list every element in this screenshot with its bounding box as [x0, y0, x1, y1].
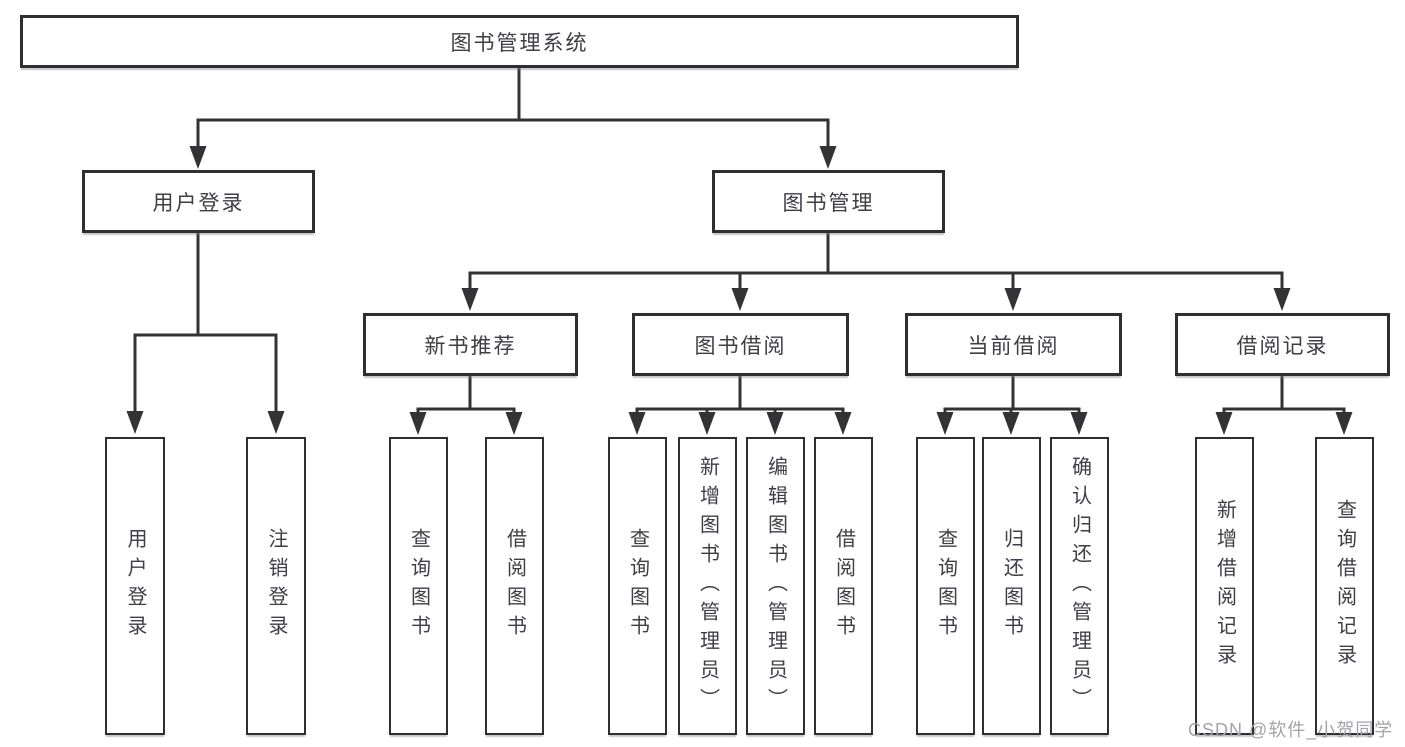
leaf-user-login: 用户登录: [105, 437, 165, 735]
leaf-cb-query-books: 查询图书: [916, 437, 975, 735]
node-label: 当前借阅: [967, 334, 1060, 358]
leaf-cb-confirm-return-admin: 确认归还（管理员）: [1050, 437, 1109, 735]
leaf-label: 查询图书: [934, 528, 957, 644]
node-label: 新书推荐: [424, 334, 517, 358]
leaf-label: 用户登录: [124, 528, 146, 644]
node-new-book-recommendation: 新书推荐: [363, 313, 578, 376]
leaf-cb-return-books: 归还图书: [982, 437, 1041, 735]
leaf-label: 归还图书: [1000, 528, 1023, 644]
node-borrowing-records: 借阅记录: [1175, 313, 1390, 376]
node-book-management-branch: 图书管理: [712, 170, 945, 233]
leaf-label: 注销登录: [265, 528, 287, 644]
node-user-login-branch: 用户登录: [82, 170, 315, 233]
leaf-logout-login: 注销登录: [246, 437, 306, 735]
leaf-bb-borrow-books: 借阅图书: [814, 437, 873, 735]
node-label: 借阅记录: [1236, 334, 1329, 358]
node-current-borrowing: 当前借阅: [905, 313, 1122, 376]
leaf-nbr-borrow-books: 借阅图书: [485, 437, 544, 735]
leaf-label: 借阅图书: [832, 528, 855, 644]
node-root-library-management-system: 图书管理系统: [20, 15, 1019, 68]
node-label: 图书管理: [782, 191, 875, 215]
leaf-bb-edit-books-admin: 编辑图书（管理员）: [746, 437, 805, 735]
leaf-bb-add-books-admin: 新增图书（管理员）: [678, 437, 737, 735]
node-book-borrowing: 图书借阅: [632, 313, 849, 376]
leaf-label: 借阅图书: [503, 528, 526, 644]
leaf-label: 编辑图书（管理员）: [764, 455, 787, 717]
leaf-br-add-record: 新增借阅记录: [1195, 437, 1254, 735]
leaf-label: 新增借阅记录: [1213, 499, 1236, 673]
leaf-bb-query-books: 查询图书: [608, 437, 667, 735]
node-label: 用户登录: [152, 191, 245, 215]
leaf-nbr-query-books: 查询图书: [389, 437, 448, 735]
node-label: 图书借阅: [694, 334, 787, 358]
node-label: 图书管理系统: [450, 31, 589, 55]
leaf-label: 新增图书（管理员）: [696, 455, 719, 717]
leaf-label: 确认归还（管理员）: [1068, 455, 1091, 717]
csdn-watermark: CSDN @软件_小贺同学: [1188, 720, 1394, 740]
leaf-label: 查询借阅记录: [1333, 499, 1356, 673]
leaf-label: 查询图书: [626, 528, 649, 644]
leaf-label: 查询图书: [407, 528, 430, 644]
leaf-br-query-record: 查询借阅记录: [1315, 437, 1374, 735]
